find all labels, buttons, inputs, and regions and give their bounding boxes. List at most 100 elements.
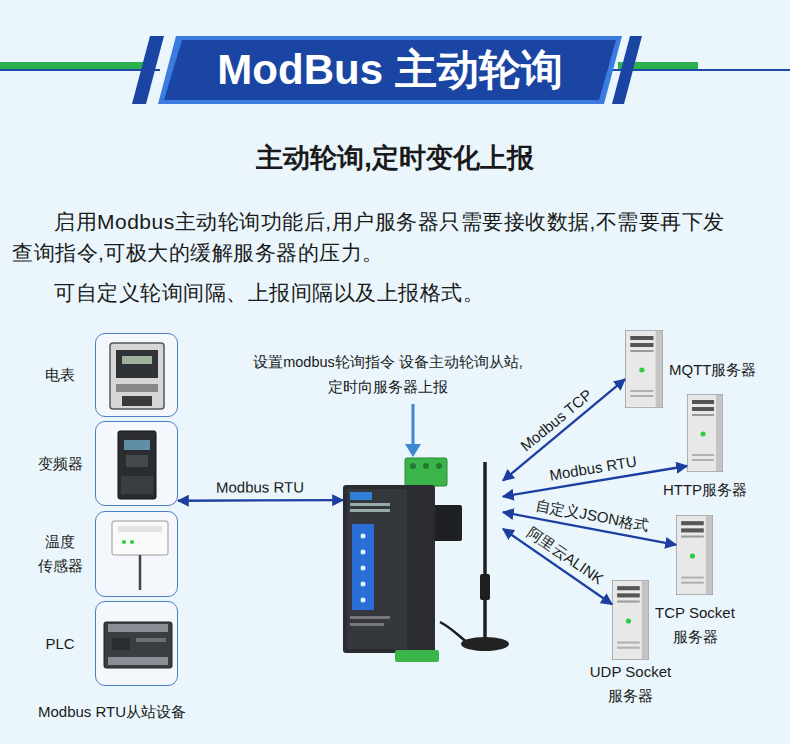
inverter-vent: [121, 476, 153, 494]
server-slot: [692, 407, 714, 411]
sensor-probe: [139, 555, 142, 590]
device-box: 温度 传感器: [95, 511, 178, 597]
server-vent: [630, 395, 653, 397]
connector-arrow: [503, 466, 687, 497]
node-label: 温度 传感器: [34, 530, 86, 578]
sensor-cap: [118, 526, 162, 532]
server-slot: [617, 593, 640, 597]
server-vent: [692, 454, 714, 456]
leader-arrow: [405, 404, 421, 457]
led: [361, 582, 366, 587]
terminal-screw: [410, 463, 416, 469]
plc-led-row: [136, 638, 166, 642]
connector-label: 自定义JSON格式: [534, 496, 651, 536]
server-icon: [676, 515, 713, 595]
led: [361, 598, 366, 603]
server-icon: [687, 394, 723, 472]
antenna-rod: [483, 462, 487, 640]
server-slot: [630, 336, 653, 340]
plc-body: [104, 622, 172, 668]
server-led: [690, 553, 695, 558]
gateway-node: 设置modbus轮询指令 设备主动轮询从站,定时向服务器上报: [343, 430, 503, 665]
connector-arrow: [178, 499, 343, 502]
meter-body: [110, 343, 164, 409]
server-vent: [681, 582, 704, 584]
led: [361, 534, 366, 539]
server-slot: [681, 536, 704, 538]
header-line: [612, 69, 790, 71]
server-body: [687, 394, 723, 472]
led-strip: [352, 524, 374, 610]
plc-terminals: [108, 657, 168, 665]
device-box: 电表: [95, 333, 178, 417]
plc-icon: [104, 622, 172, 668]
server-vent: [681, 577, 704, 579]
meter-plate: [116, 384, 158, 392]
leader-line: [412, 404, 415, 446]
gateway-front: [347, 489, 407, 649]
node-label: 设置modbus轮询指令 设备主动轮询从站,定时向服务器上报: [253, 350, 523, 400]
server-icon: [612, 580, 649, 660]
device-box: PLC: [95, 601, 178, 686]
server-led: [701, 432, 706, 437]
server-led: [626, 618, 631, 623]
node-label: 变频器: [34, 452, 86, 476]
antenna-cable: [440, 622, 470, 644]
server-slot: [630, 343, 653, 347]
node-label: HTTP服务器: [657, 478, 753, 502]
header-line: [0, 69, 160, 71]
server-slot: [692, 400, 714, 404]
description-text: 启用Modbus主动轮询功能后,用户服务器只需要接收数据,不需要再下发查询指令,…: [12, 206, 740, 268]
connector-label: Modbus TCP: [517, 385, 595, 454]
terminal-screw: [436, 463, 442, 469]
antenna-joint: [480, 574, 490, 600]
server-vent: [617, 647, 640, 649]
node-label: UDP Socket 服务器: [583, 660, 678, 708]
gateway-print: [350, 616, 390, 619]
server-body: [612, 580, 649, 660]
server-slot: [617, 601, 640, 603]
plc-terminals: [108, 624, 168, 632]
din-clip: [432, 505, 462, 541]
gateway-model: [350, 503, 390, 506]
title-banner-outline: [158, 36, 622, 104]
header-accent: [132, 36, 164, 104]
server-vent: [692, 459, 714, 461]
connector-layer: [178, 379, 687, 604]
inverter-body: [118, 431, 156, 499]
gateway-print: [350, 623, 384, 626]
server-vent: [617, 642, 640, 644]
server-side: [716, 395, 722, 471]
server-node: MQTT服务器: [625, 330, 663, 408]
gateway-logo: [350, 492, 372, 500]
meter-icon: [110, 343, 164, 409]
connector-label: Modbus RTU: [548, 453, 638, 484]
antenna-base: [461, 637, 509, 651]
led: [361, 550, 366, 555]
title: ModBus 主动轮询: [160, 38, 620, 102]
device-box: 变频器: [95, 421, 178, 506]
sensor-body: [112, 521, 168, 555]
server-vent: [630, 390, 653, 392]
group-label: Modbus RTU从站设备: [38, 700, 278, 724]
server-node: UDP Socket 服务器: [612, 580, 649, 660]
server-icon: [625, 330, 663, 408]
server-slot: [692, 414, 714, 416]
server-body: [676, 515, 713, 595]
sensor-icon: [112, 521, 168, 590]
server-slot: [630, 350, 653, 352]
gateway-body: [343, 485, 435, 653]
terminal-screw: [423, 463, 429, 469]
meter-display: [122, 356, 152, 364]
server-slot: [617, 586, 640, 590]
server-slot: [681, 528, 704, 532]
subtitle: 主动轮询,定时变化上报: [0, 140, 790, 176]
meter-terminal: [122, 396, 152, 406]
sensor-led: [122, 540, 126, 544]
leader-head: [405, 444, 421, 457]
connector-arrow: [503, 512, 676, 545]
server-body: [625, 330, 663, 408]
node-label: 电表: [34, 363, 86, 387]
node-label: PLC: [34, 632, 86, 656]
